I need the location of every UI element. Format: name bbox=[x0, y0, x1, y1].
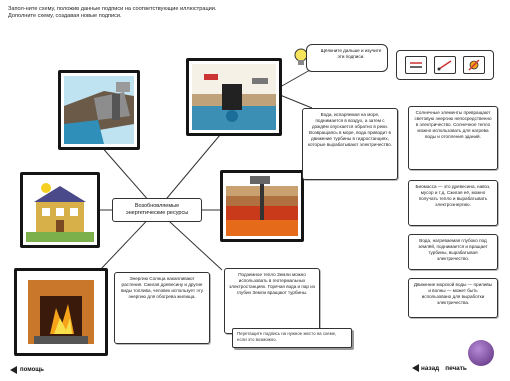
label-toolbar bbox=[396, 50, 494, 80]
connector-icon bbox=[437, 60, 452, 71]
house-image bbox=[26, 178, 94, 242]
back-button[interactable]: назад bbox=[412, 364, 439, 372]
caption-box-fire[interactable]: Энергию Солнца накапливают растения. Сжи… bbox=[114, 272, 210, 344]
instructions: Запол-ните схему, положив данные подписи… bbox=[8, 6, 388, 21]
hint-bubble: Щёлкните дальше и изучите эти подписи. bbox=[306, 44, 388, 72]
fireplace-picture[interactable] bbox=[14, 268, 108, 356]
tool-lines[interactable] bbox=[404, 56, 427, 74]
help-label: помощь bbox=[20, 367, 44, 373]
lightbulb-icon bbox=[294, 48, 308, 66]
center-label[interactable]: Возобновляемые энергетические ресурсы bbox=[112, 198, 202, 222]
print-orb-icon[interactable] bbox=[468, 340, 494, 366]
solar-panel-picture[interactable] bbox=[186, 58, 282, 136]
arrow-left-icon bbox=[10, 366, 17, 374]
instruction-line-2: Дополните схему, создавая новые подписи. bbox=[8, 13, 122, 20]
instruction-line-1: Запол-ните схему, положив данные подписи… bbox=[8, 6, 217, 12]
hydro-dam-image bbox=[64, 76, 134, 144]
geothermal-image bbox=[226, 176, 298, 236]
caption-box-biomass[interactable]: Биомасса — это древесина, навоз, мусор и… bbox=[408, 180, 498, 226]
caption-box-water[interactable]: Вода, испаряемая на море, поднимается в … bbox=[302, 108, 398, 180]
lines-icon bbox=[409, 62, 422, 68]
caption-box-ground[interactable]: Подземное тепло Земли можно использовать… bbox=[224, 268, 320, 334]
house-picture[interactable] bbox=[20, 172, 100, 248]
eraser-icon bbox=[468, 59, 480, 71]
caption-box-solar[interactable]: Солнечные элементы превращают световую э… bbox=[408, 106, 498, 170]
arrow-back-icon bbox=[412, 364, 419, 372]
hydro-dam-picture[interactable] bbox=[58, 70, 140, 150]
footer-nav: назад печать bbox=[412, 364, 467, 372]
tool-eraser[interactable] bbox=[463, 56, 486, 74]
caption-box-geothermal[interactable]: Вода, нагреваемая глубоко под землёй, по… bbox=[408, 234, 498, 270]
caption-box-tidal[interactable]: Движение морской воды — приливы и волны … bbox=[408, 278, 498, 318]
back-label: назад bbox=[421, 364, 440, 372]
tool-connector[interactable] bbox=[433, 56, 456, 74]
drag-tip: Перетащите подпись на нужное место на сх… bbox=[232, 328, 352, 348]
print-button[interactable]: печать bbox=[445, 364, 467, 372]
fireplace-image bbox=[20, 274, 102, 350]
help-button[interactable]: помощь bbox=[10, 366, 44, 374]
solar-panel-image bbox=[192, 64, 276, 130]
geothermal-picture[interactable] bbox=[220, 170, 304, 242]
